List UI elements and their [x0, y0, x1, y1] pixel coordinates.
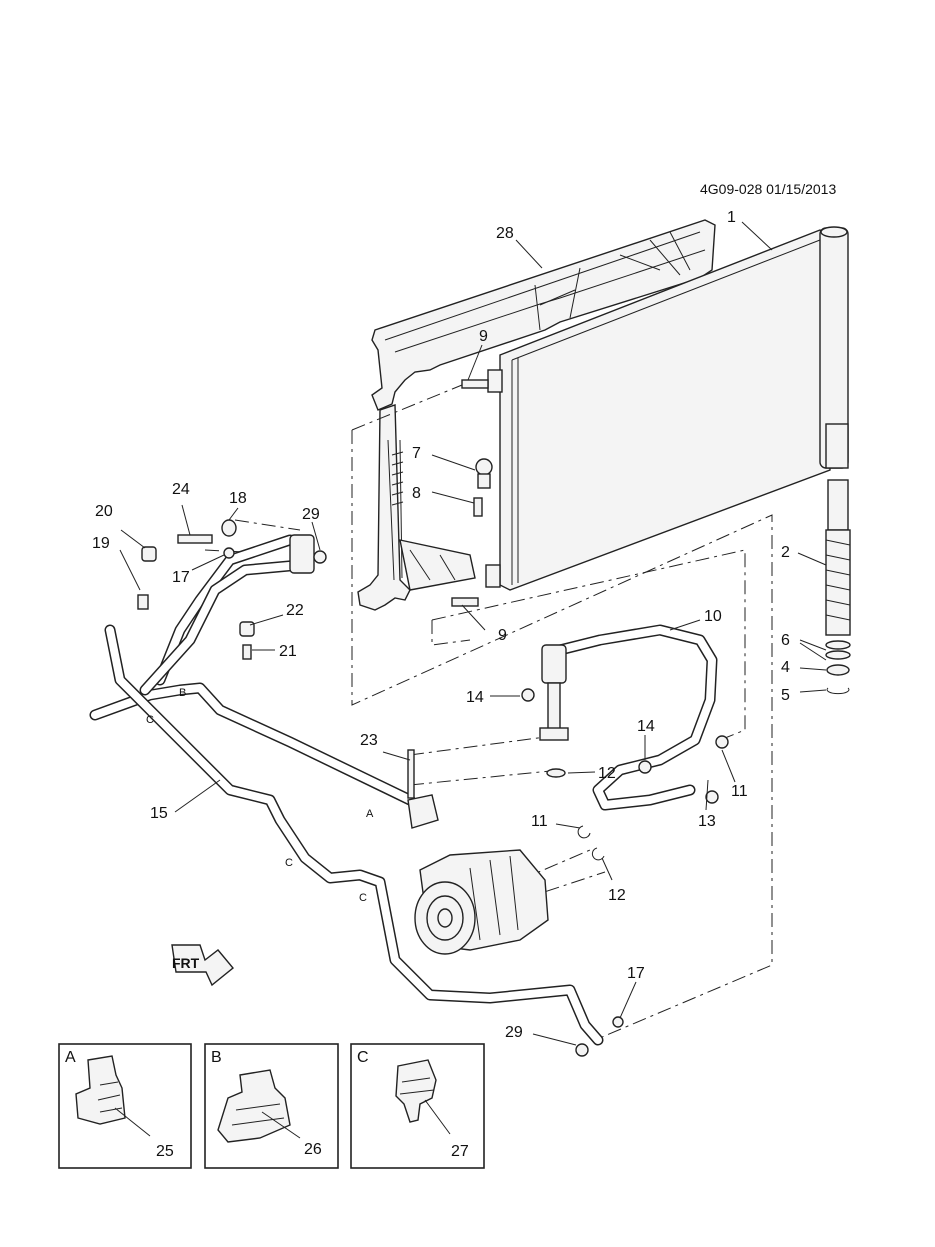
callout-17: 17 — [172, 569, 190, 586]
callout-14: 14 — [466, 689, 484, 706]
callout-7: 7 — [412, 445, 421, 462]
leader-lines — [119, 221, 827, 1046]
detail-view-a: A 25 — [58, 1043, 192, 1169]
callout-18: 18 — [229, 490, 247, 507]
callout-21: 21 — [279, 643, 297, 660]
callout-20: 20 — [95, 503, 113, 520]
callout-11: 11 — [731, 783, 748, 800]
marker-c: C — [359, 892, 367, 904]
callout-14: 14 — [637, 718, 655, 735]
callout-5: 5 — [781, 687, 790, 704]
callout-8: 8 — [412, 485, 421, 502]
callout-10: 10 — [704, 608, 722, 625]
ac-hoses — [89, 534, 718, 1046]
callout-labels: 1 28 9 7 8 9 2 6 4 5 10 14 14 12 11 13 1… — [92, 209, 790, 1041]
detail-b-part: 26 — [304, 1141, 322, 1158]
detail-a-letter: A — [65, 1049, 76, 1066]
marker-b: B — [179, 687, 186, 699]
callout-23: 23 — [360, 732, 378, 749]
callout-12: 12 — [608, 887, 626, 904]
detail-c-letter: C — [357, 1049, 369, 1066]
condenser — [485, 226, 849, 591]
hose-clip-markers: B C A C C — [146, 687, 374, 904]
marker-c: C — [285, 857, 293, 869]
receiver-dehydrator-desiccant — [825, 479, 851, 695]
detail-c-part: 27 — [451, 1143, 469, 1160]
callout-28: 28 — [496, 225, 514, 242]
detail-b-letter: B — [211, 1049, 222, 1066]
callout-29: 29 — [505, 1024, 523, 1041]
radiator-support-frame — [357, 219, 716, 611]
callout-9: 9 — [498, 627, 507, 644]
callout-9: 9 — [479, 328, 488, 345]
callout-24: 24 — [172, 481, 190, 498]
detail-view-c: C 27 — [350, 1043, 485, 1169]
callout-11: 11 — [531, 813, 548, 830]
callout-15: 15 — [150, 805, 168, 822]
reference-lines — [204, 384, 773, 1041]
small-fittings — [137, 519, 729, 1057]
callout-2: 2 — [781, 544, 790, 561]
callout-6: 6 — [781, 632, 790, 649]
callout-19: 19 — [92, 535, 110, 552]
callout-17: 17 — [627, 965, 645, 982]
detail-a-part: 25 — [156, 1143, 174, 1160]
callout-29: 29 — [302, 506, 320, 523]
ac-compressor — [414, 849, 549, 955]
callout-13: 13 — [698, 813, 716, 830]
callout-1: 1 — [727, 209, 736, 226]
front-arrow-label: FRT — [172, 955, 200, 971]
front-direction-arrow: FRT — [171, 944, 234, 987]
detail-view-b: B 26 — [204, 1043, 339, 1169]
diagram-code: 4G09-028 01/15/2013 — [700, 181, 837, 197]
condenser-fittings — [451, 379, 493, 607]
callout-4: 4 — [781, 659, 790, 676]
callout-12: 12 — [598, 765, 616, 782]
marker-a: A — [366, 808, 374, 820]
callout-22: 22 — [286, 602, 304, 619]
marker-c: C — [146, 714, 154, 726]
